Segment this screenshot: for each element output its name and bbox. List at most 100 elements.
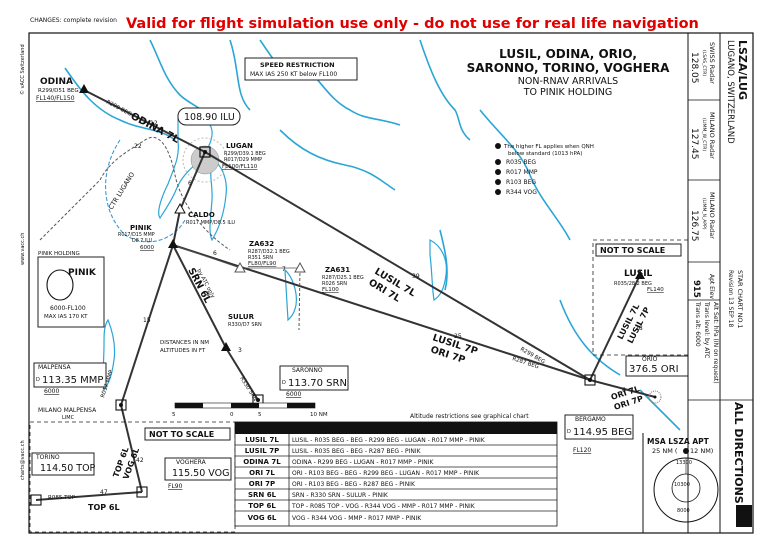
odina-fl: FL140/FL150 — [36, 95, 75, 102]
svg-text:ODINA - R299 BEG - LUGAN - R01: ODINA - R299 BEG - LUGAN - R017 MMP - PI… — [292, 459, 435, 466]
title-line1: LUSIL, ODINA, ORIO, — [499, 47, 637, 61]
waypoint-caldo[interactable]: CALDO R017 MMP/D8.5 ILU — [174, 202, 235, 226]
top-6l-bottom: TOP 6L — [88, 503, 120, 512]
svg-text:TOP - R085 TOP - VOG - R344 VO: TOP - R085 TOP - VOG - R344 VOG - MMP - … — [291, 503, 476, 510]
svg-text:LUSIL 7L: LUSIL 7L — [245, 436, 279, 444]
msa-title: MSA LSZA APT — [647, 437, 710, 446]
lusil-r2: FL140 — [647, 287, 664, 293]
table-header-star: STAR — [254, 425, 275, 433]
side-panel: LSZA/LUG LUGANO, SWITZERLAND SWISS Radar… — [687, 33, 753, 533]
msa-sub: 25 NM ( — [652, 447, 678, 455]
torino-freq: 114.50 TOP — [40, 463, 96, 474]
star-tag: STAR — [739, 508, 746, 526]
navaid-saronno[interactable]: SARONNO D 113.70 SRN 6000 — [252, 365, 349, 406]
navaid-orio[interactable]: ORIO 376.5 ORI — [625, 355, 689, 404]
svg-text:R035 BEG: R035 BEG — [506, 159, 536, 166]
distance-labels: 12 22 6 39 25 15 8 6 7 3 42 47 28 6 — [100, 120, 643, 496]
sulur-r1: R330/D7 SRN — [228, 322, 262, 328]
waypoint-sulur[interactable]: SULUR R330/D7 SRN — [221, 313, 262, 351]
svg-text:ORI - R103 BEG - BEG - R299 BE: ORI - R103 BEG - BEG - R299 BEG - LUGAN … — [292, 470, 480, 477]
svg-text:7: 7 — [282, 266, 286, 273]
limc-name: MILANO MALPENSA — [38, 407, 97, 414]
title-line4: TO PINIK HOLDING — [523, 87, 613, 98]
altitudes-note: ALTITUDES IN FT — [160, 348, 206, 354]
svg-text:SRN 6L: SRN 6L — [248, 491, 277, 499]
r085-top: R085 TOP — [48, 495, 76, 501]
svg-text:SRN - R330 SRN - SULUR - PINIK: SRN - R330 SRN - SULUR - PINIK — [292, 492, 389, 499]
svg-text:D: D — [36, 377, 40, 383]
torino-voghera-inset: NOT TO SCALE TORINO 114.50 TOP VOGHERA 1… — [29, 421, 236, 533]
svg-text:R344 VOG: R344 VOG — [506, 189, 537, 196]
za632-r3: FL80/FL90 — [248, 261, 277, 267]
alt-set: Alt Set: hPa (IN on request) — [712, 302, 719, 384]
svg-text:VOG - R344 VOG - MMP - R017 MM: VOG - R344 VOG - MMP - R017 MMP - PINIK — [292, 515, 422, 522]
chart-number: STAR CHART NO.1 — [736, 270, 744, 329]
svg-text:R103 BEG: R103 BEG — [506, 179, 536, 186]
svg-text:25: 25 — [454, 333, 462, 340]
msa-diagram: MSA LSZA APT 25 NM ( 12 NM) 13300 10300 … — [642, 433, 719, 533]
pinik-hold-alt: 6000-FL100 — [50, 305, 86, 312]
navaid-malpensa[interactable]: MALPENSA D 113.35 MMP 6000 MILANO MALPEN… — [33, 362, 127, 421]
svg-text:ORI - R103 BEG - BEG - R287 BE: ORI - R103 BEG - BEG - R287 BEG - PINIK — [292, 481, 416, 488]
trans-alt: Trans alt: 6000 — [694, 301, 701, 347]
svg-text:ORI 7P: ORI 7P — [249, 480, 275, 488]
svg-text:10 NM: 10 NM — [310, 412, 328, 418]
lusil-r1: R035/28.2 BEG — [614, 281, 652, 287]
pinik-holding-inset: PINIK HOLDING PINIK 6000-FL100 MAX IAS 1… — [37, 251, 105, 328]
r330-srn-label: R330 SRN — [238, 376, 258, 403]
distances-note: DISTANCES IN NM — [160, 340, 209, 346]
ilu-frequency: 108.90 ILU — [184, 112, 235, 123]
svg-text:0: 0 — [230, 412, 234, 418]
pinik-holding-title: PINIK HOLDING — [38, 251, 80, 257]
navaid-bergamo[interactable]: BERGAMO D 114.95 BEG FL120 — [564, 374, 634, 454]
table-row: ORI 7P ORI - R103 BEG - BEG - R287 BEG -… — [235, 480, 557, 490]
chart-frame — [28, 32, 754, 534]
waypoint-za632[interactable]: ZA632 R287/D32.1 BEG R351 SRN FL80/FL90 — [234, 240, 290, 273]
waypoint-odina[interactable]: ODINA R299/D51 BEG FL140/FL150 — [36, 77, 89, 102]
za631-r1: R287/D25.1 BEG — [322, 275, 364, 281]
bergamo-alt: FL120 — [573, 447, 591, 454]
airport-city: LUGANO, SWITZERLAND — [725, 40, 735, 144]
freq-3-sub: (LIMM_N_APP) — [701, 198, 707, 230]
waypoint-lugan[interactable]: LUGAN R299/D39.1 BEG R017/D29 MMP FL100/… — [199, 142, 266, 170]
ilu-range-ring — [182, 137, 228, 183]
chart-revision: Revision 13 SEP 18 — [727, 270, 734, 327]
za631-name: ZA631 — [325, 266, 350, 274]
svg-text:12: 12 — [150, 120, 158, 127]
svg-text:ODINA 7L: ODINA 7L — [243, 458, 281, 466]
notes-box: The higher FL applies when QNH below sta… — [495, 143, 594, 196]
speed-restriction-text: MAX IAS 250 KT below FL100 — [250, 71, 337, 78]
not-to-scale-2: NOT TO SCALE — [149, 430, 214, 439]
svg-text:6: 6 — [622, 387, 626, 394]
svg-text:39: 39 — [412, 273, 420, 280]
lugan-name: LUGAN — [226, 142, 253, 150]
svg-text:10300: 10300 — [674, 482, 690, 488]
za632-name: ZA632 — [249, 240, 274, 248]
waypoint-za631[interactable]: ZA631 R287/D25.1 BEG R026 SRN FL100 — [294, 261, 364, 293]
odina-radial: R299/D51 BEG — [38, 88, 79, 94]
freq-1-name: SWISS Radar — [708, 42, 716, 84]
country-border — [39, 137, 231, 251]
table-row: LUSIL 7P LUSIL - R035 BEG - BEG - R287 B… — [235, 447, 557, 457]
ilu-localizer-box[interactable]: 108.90 ILU — [177, 107, 241, 126]
trans-level: Trans level: by ATC — [703, 301, 710, 358]
svg-text:5: 5 — [258, 412, 262, 418]
pinik-name: PINIK — [130, 224, 152, 232]
scale-bar: 5 0 5 10 NM — [172, 402, 328, 418]
airport-code: LSZA/LUG — [736, 40, 749, 100]
email-note: charts@vacc.ch — [20, 440, 26, 480]
not-to-scale-1: NOT TO SCALE — [600, 246, 665, 255]
caldo-name: CALDO — [188, 211, 215, 219]
msa-sub2: 12 NM) — [690, 447, 713, 455]
chart-title: LUSIL, ODINA, ORIO, SARONNO, TORINO, VOG… — [467, 47, 671, 98]
freq-1-value: 128.05 — [689, 52, 699, 84]
svg-text:3: 3 — [497, 180, 500, 185]
waypoint-pinik[interactable]: PINIK R017/D15 MMP D8.7 ILU 6000 — [118, 224, 178, 251]
svg-text:6: 6 — [213, 250, 217, 257]
ctr-lugano-boundary — [105, 139, 186, 243]
lugan-r2: R017/D29 MMP — [224, 157, 262, 163]
ctr-lugano-label: CTR LUGANO — [107, 171, 136, 211]
